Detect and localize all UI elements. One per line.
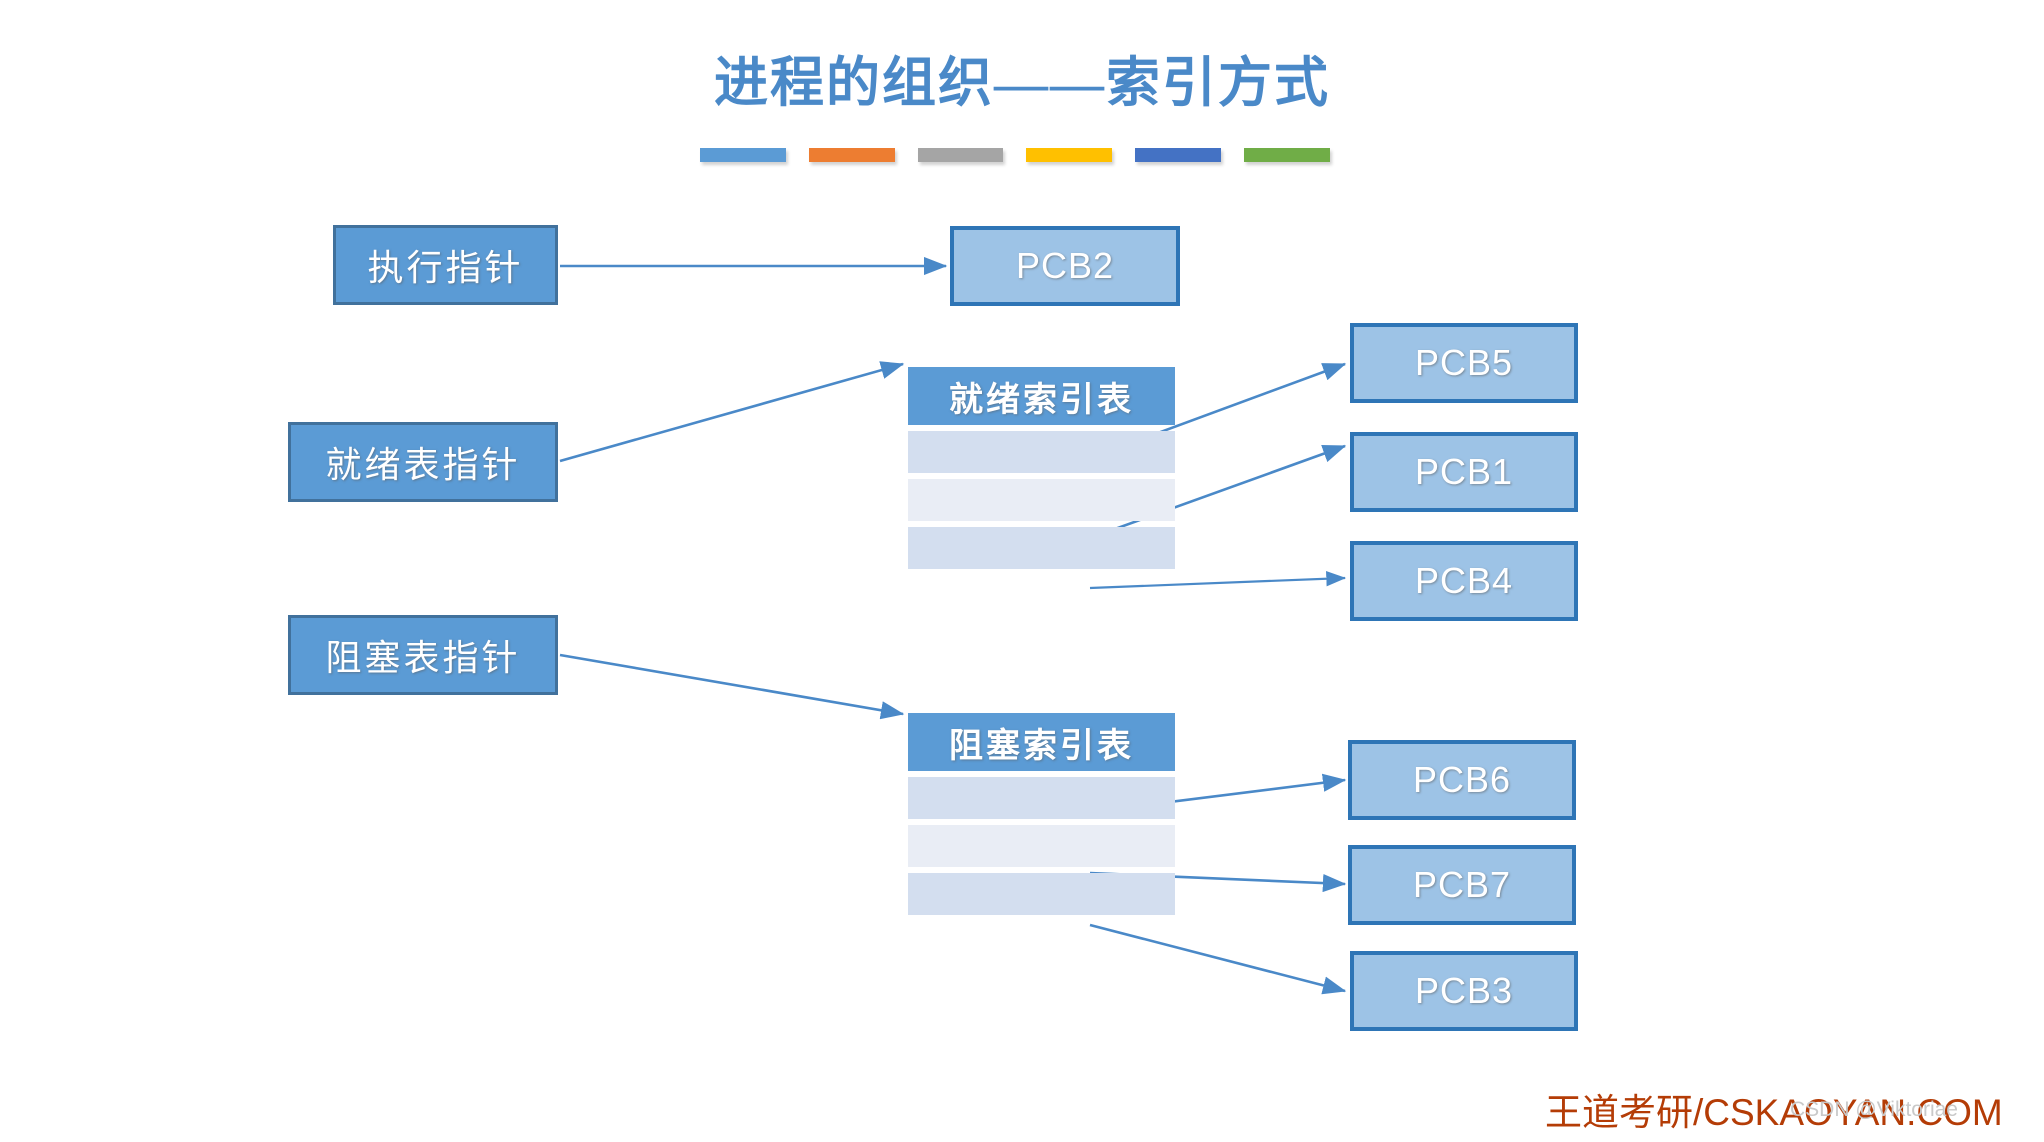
index-table-ready: 就绪索引表 — [908, 367, 1175, 569]
pcb-box-pcb5[interactable]: PCB5 — [1350, 323, 1578, 403]
accent-bar-yellow — [1026, 148, 1113, 162]
pointer-label-blocked: 阻塞表指针 — [325, 638, 521, 678]
pointer-box-ready[interactable]: 就绪表指针 — [288, 422, 558, 502]
pointer-label-ready: 就绪表指针 — [325, 445, 521, 485]
accent-bar-orange — [808, 148, 895, 162]
index-table-ready-header: 就绪索引表 — [908, 367, 1175, 425]
index-table-blocked-row-1[interactable] — [908, 777, 1175, 819]
pcb-box-pcb3[interactable]: PCB3 — [1350, 951, 1578, 1031]
accent-bar-blue — [700, 148, 786, 162]
accent-bar-group — [700, 148, 1330, 164]
pcb-label-pcb1: PCB1 — [1414, 451, 1514, 492]
arrow-blocked-row-3-to-pcb3 — [1089, 923, 1347, 995]
pcb-label-pcb7: PCB7 — [1412, 864, 1512, 905]
index-table-blocked-row-2[interactable] — [908, 825, 1175, 867]
arrow-ready-pointer-to-ready-table — [559, 361, 905, 463]
arrow-blocked-pointer-to-blocked-table — [559, 653, 905, 720]
pointer-box-blocked[interactable]: 阻塞表指针 — [288, 615, 558, 695]
footer-brand: 王道考研/CSKAOYAN.COM — [1545, 1092, 2003, 1133]
pcb-box-pcb4[interactable]: PCB4 — [1350, 541, 1578, 621]
pointer-label-running: 执行指针 — [367, 248, 524, 288]
pcb-box-pcb2[interactable]: PCB2 — [950, 226, 1180, 306]
index-table-blocked: 阻塞索引表 — [908, 713, 1175, 915]
index-table-ready-row-3[interactable] — [908, 527, 1175, 569]
accent-bar-gray — [917, 148, 1004, 162]
index-table-ready-row-2[interactable] — [908, 479, 1175, 521]
pcb-box-pcb7[interactable]: PCB7 — [1348, 845, 1576, 925]
index-table-blocked-row-3[interactable] — [908, 873, 1175, 915]
footer-watermark: CSDN @Viktoriae — [1790, 1098, 1958, 1121]
index-table-ready-row-1[interactable] — [908, 431, 1175, 473]
pcb-box-pcb6[interactable]: PCB6 — [1348, 740, 1576, 820]
accent-bar-dark-blue — [1135, 148, 1222, 162]
pcb-label-pcb4: PCB4 — [1414, 560, 1514, 601]
index-table-blocked-header: 阻塞索引表 — [908, 713, 1175, 771]
pcb-label-pcb2: PCB2 — [1015, 245, 1115, 286]
pcb-box-pcb1[interactable]: PCB1 — [1350, 432, 1578, 512]
pointer-box-running[interactable]: 执行指针 — [333, 225, 558, 305]
page-title: 进程的组织——索引方式 — [714, 53, 1330, 113]
pcb-label-pcb6: PCB6 — [1412, 759, 1512, 800]
accent-bar-green — [1244, 148, 1330, 162]
arrow-ready-row-3-to-pcb4 — [1089, 571, 1347, 590]
pcb-label-pcb3: PCB3 — [1414, 970, 1514, 1011]
pcb-label-pcb5: PCB5 — [1414, 342, 1514, 383]
